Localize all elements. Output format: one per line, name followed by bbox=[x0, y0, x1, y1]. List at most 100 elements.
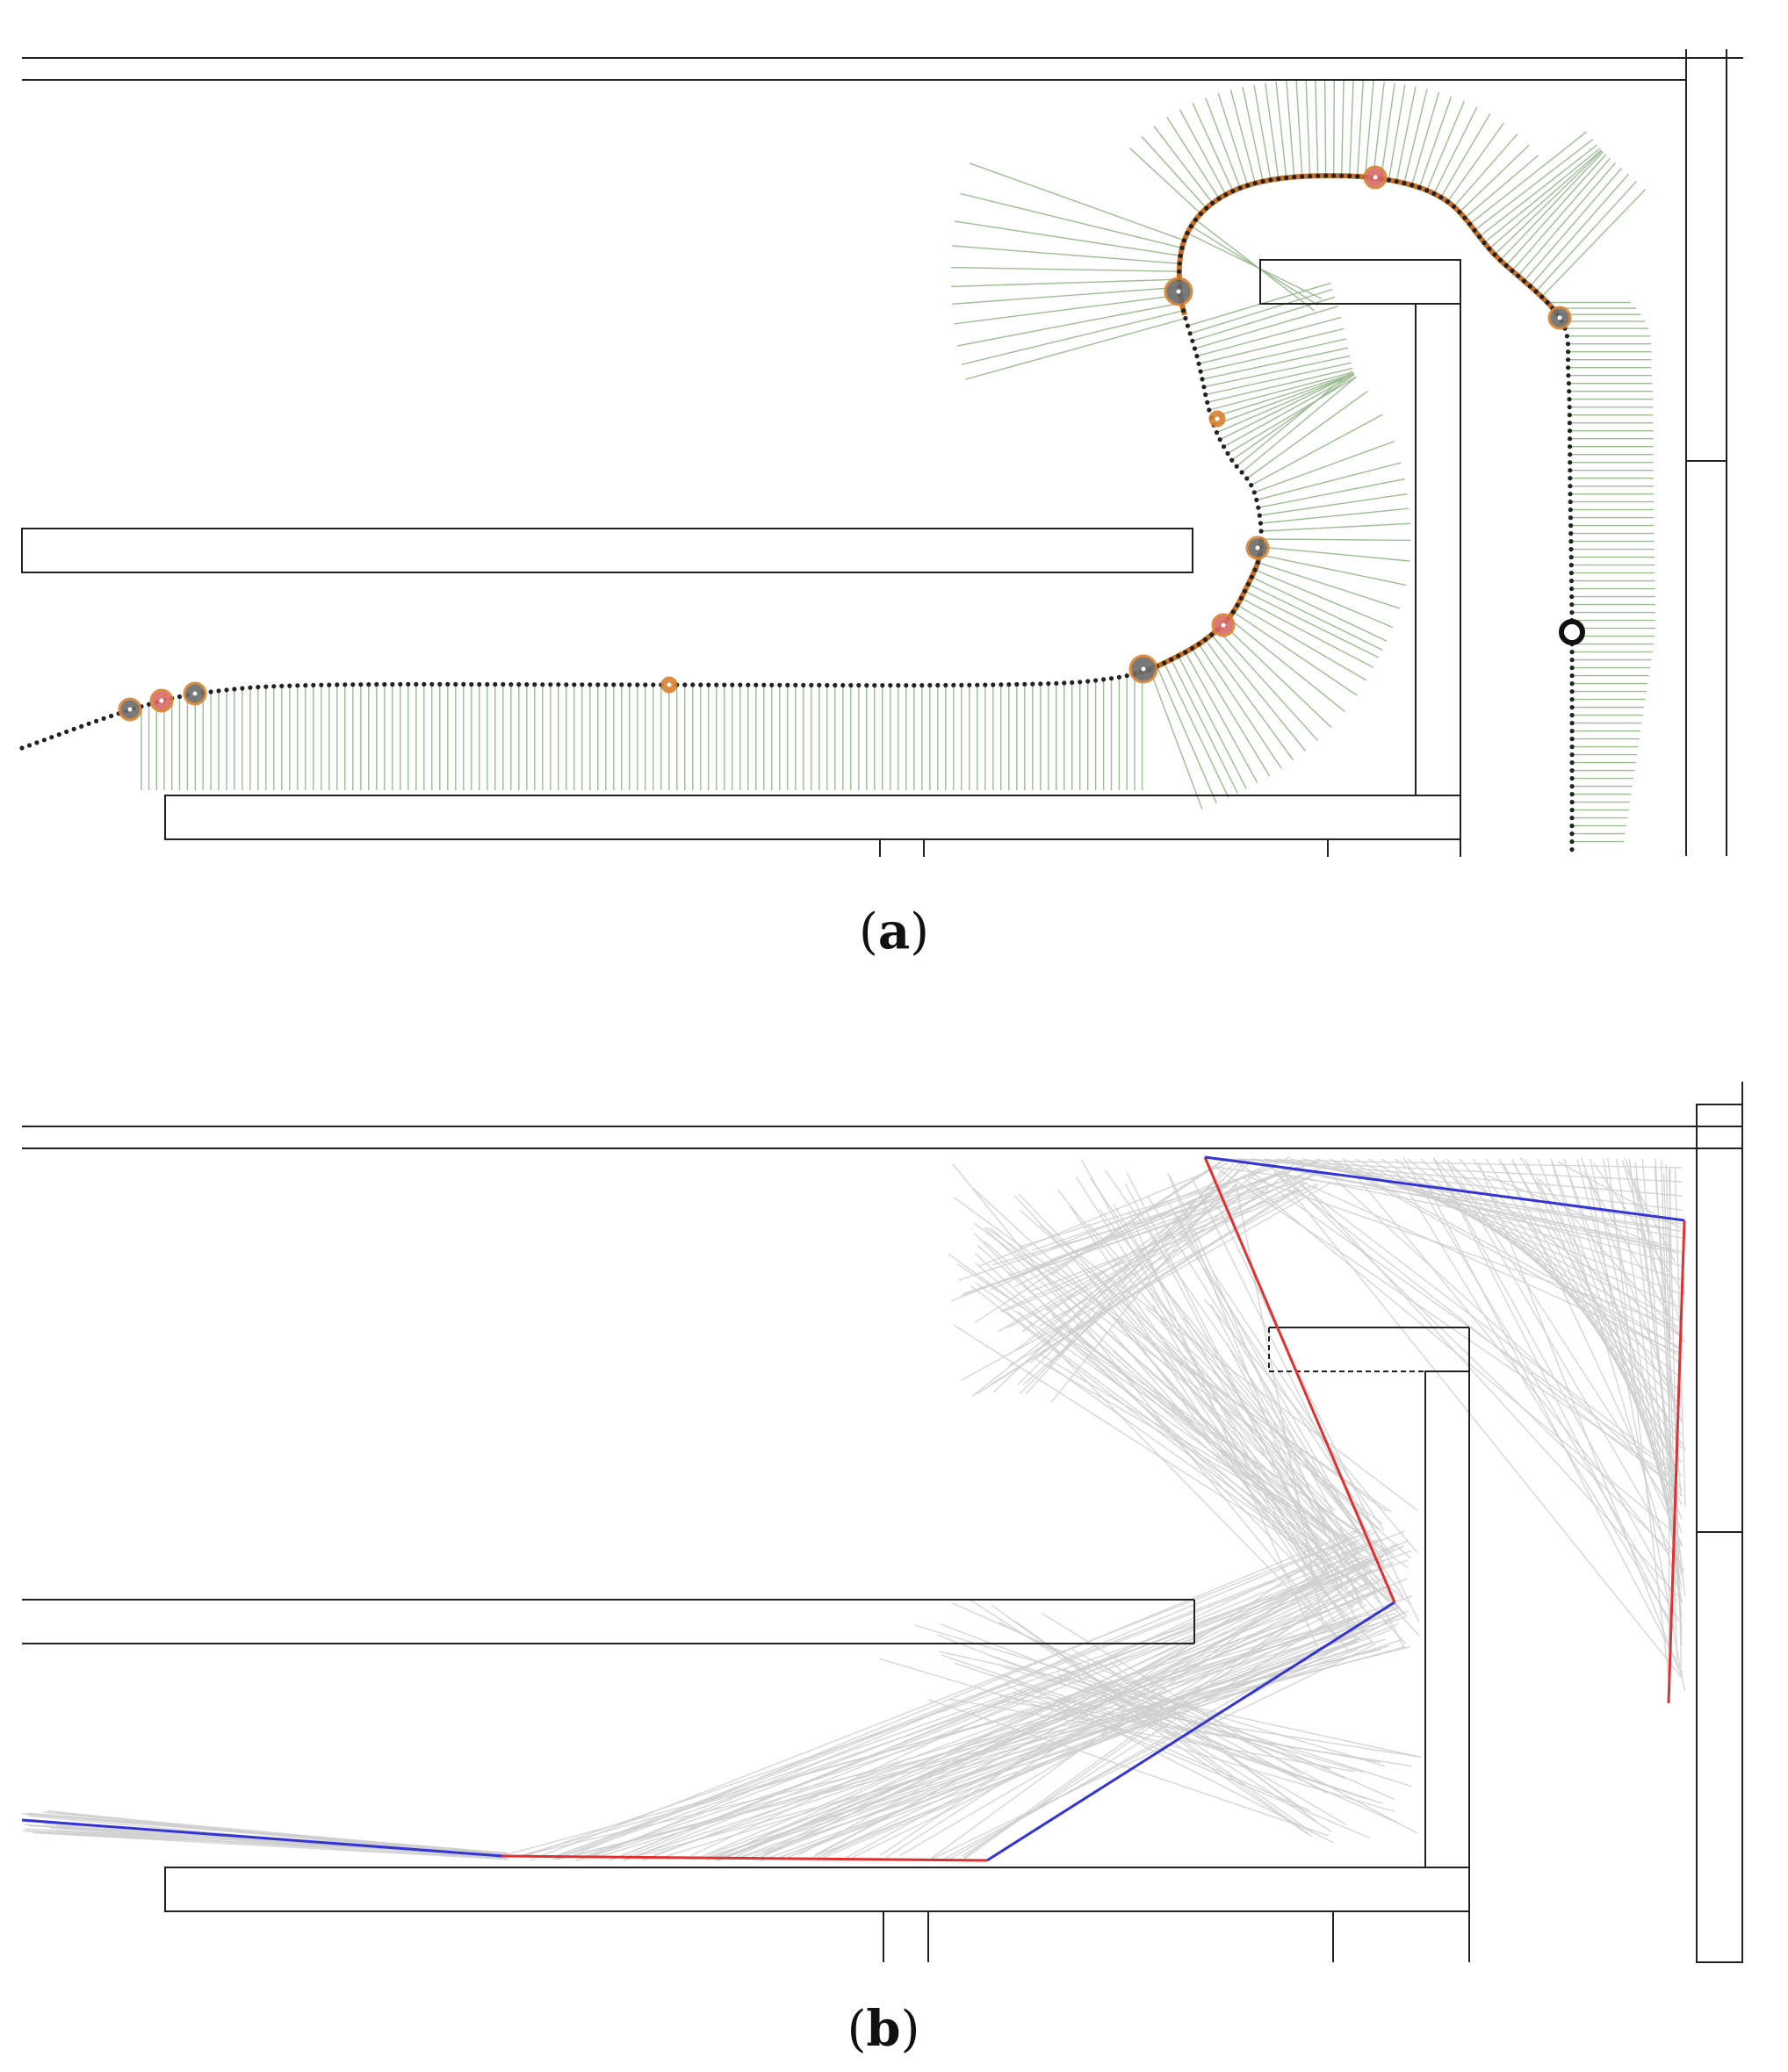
candidate-ray bbox=[1266, 1161, 1683, 1680]
path-dot bbox=[1516, 273, 1521, 278]
normal-line bbox=[1323, 79, 1327, 176]
normal-line bbox=[1372, 82, 1385, 178]
waypoint-marker bbox=[1363, 165, 1388, 190]
path-dot bbox=[753, 682, 759, 687]
path-dot bbox=[595, 682, 601, 687]
normal-line bbox=[1459, 144, 1530, 213]
normal-line bbox=[951, 278, 1179, 288]
normal-line bbox=[955, 220, 1181, 256]
normal-line bbox=[1254, 440, 1395, 493]
normal-line bbox=[1357, 80, 1364, 176]
path-dot bbox=[919, 683, 925, 688]
candidate-ray bbox=[1147, 1284, 1406, 1615]
path-dot bbox=[1203, 392, 1208, 398]
path-dot bbox=[1276, 176, 1281, 182]
path-dot bbox=[1566, 349, 1571, 355]
path-dot bbox=[1177, 261, 1182, 266]
candidate-ray bbox=[1624, 1158, 1682, 1323]
path-dot bbox=[248, 685, 253, 690]
path-dot bbox=[34, 740, 40, 745]
candidate-ray bbox=[879, 1658, 1395, 1813]
path-dot bbox=[1569, 689, 1575, 694]
normal-line bbox=[1411, 92, 1440, 186]
path-dot bbox=[263, 684, 269, 689]
candidate-ray bbox=[992, 1179, 1289, 1266]
path-dot bbox=[1202, 637, 1208, 643]
path-dot bbox=[469, 681, 474, 687]
normal-line bbox=[1453, 133, 1518, 207]
selected-route bbox=[21, 1155, 1686, 1862]
candidate-ray bbox=[1655, 1158, 1683, 1646]
normal-line bbox=[1258, 478, 1405, 508]
candidate-ray bbox=[1203, 1299, 1418, 1554]
path-dot bbox=[1569, 737, 1575, 742]
normal-line bbox=[1164, 662, 1229, 798]
path-dot bbox=[564, 682, 569, 687]
path-dot bbox=[927, 682, 933, 688]
normal-line bbox=[1236, 604, 1367, 681]
candidate-ray bbox=[1394, 1158, 1683, 1365]
path-dot bbox=[19, 745, 25, 751]
candidate-ray bbox=[1224, 1158, 1683, 1183]
path-dot bbox=[532, 682, 537, 687]
path-dot bbox=[1216, 196, 1222, 201]
path-dot bbox=[983, 682, 988, 687]
path-dot bbox=[548, 682, 553, 687]
path-dot bbox=[477, 681, 482, 687]
path-dot bbox=[1245, 581, 1251, 586]
candidate-ray bbox=[1049, 1364, 1323, 1560]
path-dot bbox=[611, 682, 616, 687]
normal-line bbox=[1380, 83, 1395, 179]
path-dot bbox=[1564, 334, 1569, 339]
normal-line bbox=[1483, 147, 1601, 244]
path-dot bbox=[216, 688, 221, 694]
path-dot bbox=[1386, 177, 1391, 183]
candidate-ray bbox=[1017, 1310, 1344, 1644]
caption-open: ( bbox=[847, 2001, 867, 2058]
candidate-ray bbox=[970, 1599, 1332, 1832]
candidate-ray bbox=[41, 1832, 508, 1860]
path-dot bbox=[358, 682, 364, 687]
path-dot bbox=[398, 681, 403, 687]
path-dot bbox=[1249, 483, 1254, 488]
path-dot bbox=[1568, 531, 1574, 536]
path-dot bbox=[975, 682, 980, 687]
path-dot bbox=[1566, 365, 1571, 371]
path-dot bbox=[1339, 173, 1345, 178]
path-dot bbox=[580, 682, 585, 687]
path-dot bbox=[935, 682, 941, 688]
path-dot bbox=[817, 682, 822, 688]
path-dot bbox=[1258, 529, 1264, 534]
path-dot bbox=[1569, 768, 1575, 773]
candidate-ray bbox=[1370, 1179, 1683, 1349]
candidate-ray bbox=[597, 1617, 1395, 1858]
candidate-ray bbox=[975, 1263, 1345, 1578]
normal-line bbox=[1231, 374, 1355, 461]
normal-line bbox=[1341, 79, 1345, 176]
path-dot bbox=[445, 681, 451, 687]
normal-line bbox=[1505, 154, 1607, 266]
path-dot bbox=[1054, 680, 1059, 686]
path-dot bbox=[279, 683, 285, 689]
path-dot bbox=[311, 682, 316, 688]
caption-open: ( bbox=[859, 903, 878, 960]
path-dot bbox=[1487, 246, 1492, 251]
candidate-ray bbox=[1019, 1178, 1239, 1248]
path-dot bbox=[1568, 523, 1574, 529]
path-dot bbox=[271, 684, 277, 689]
path-dot bbox=[1566, 357, 1571, 363]
candidate-ray bbox=[1116, 1320, 1372, 1617]
waypoint-center bbox=[1221, 622, 1226, 628]
path-dot bbox=[508, 682, 514, 687]
candidate-ray bbox=[1367, 1158, 1683, 1337]
path-dot bbox=[86, 721, 91, 726]
path-dot bbox=[1424, 188, 1430, 193]
path-dot bbox=[1355, 174, 1360, 179]
path-dot bbox=[912, 683, 917, 688]
path-dot bbox=[848, 682, 854, 688]
path-dot bbox=[524, 682, 530, 687]
normal-line bbox=[1192, 103, 1234, 191]
path-dot bbox=[101, 716, 106, 722]
path-dot bbox=[627, 682, 632, 687]
path-dot bbox=[1210, 200, 1215, 205]
